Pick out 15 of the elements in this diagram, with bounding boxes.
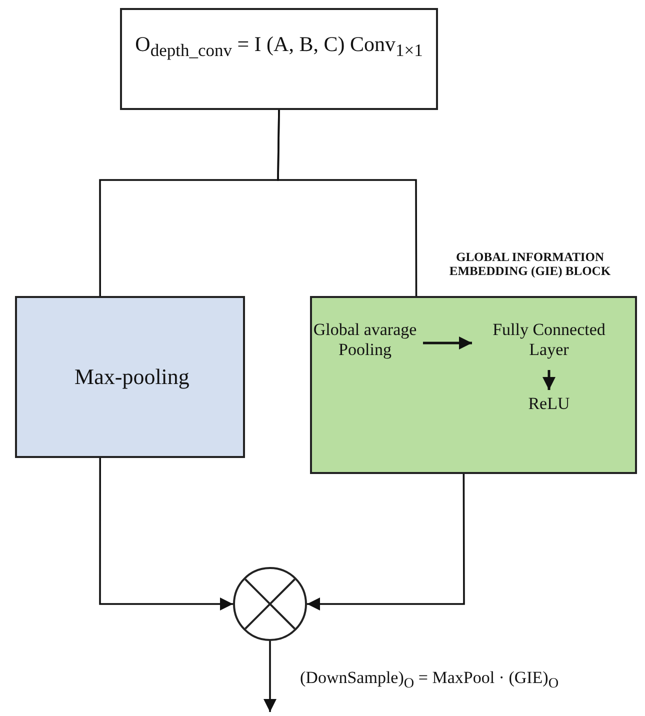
- step-label: Fully Connected Layer: [492, 320, 606, 360]
- step-label: ReLU: [527, 394, 571, 414]
- arrow: [307, 474, 465, 610]
- connector-line: [277, 110, 418, 296]
- arrow: [264, 641, 276, 712]
- arrow: [99, 458, 233, 610]
- formula-text: O$_{depth_conv}$ = I (A, B, C) Conv$_{1×1}$: [134, 32, 424, 60]
- step-label: Global avarage Pooling: [312, 320, 418, 360]
- box-label: Max-pooling: [74, 364, 190, 390]
- formula-text: (DownSample)$_{O}$ = MaxPool · (GIE)$_{O}$: [300, 668, 560, 692]
- arrow: [542, 370, 556, 390]
- block-heading: GLOBAL INFORMATION EMBEDDING (GIE) BLOCK: [448, 250, 612, 279]
- formula-box: [120, 8, 438, 110]
- process-box: [15, 296, 245, 458]
- arrow: [423, 336, 472, 350]
